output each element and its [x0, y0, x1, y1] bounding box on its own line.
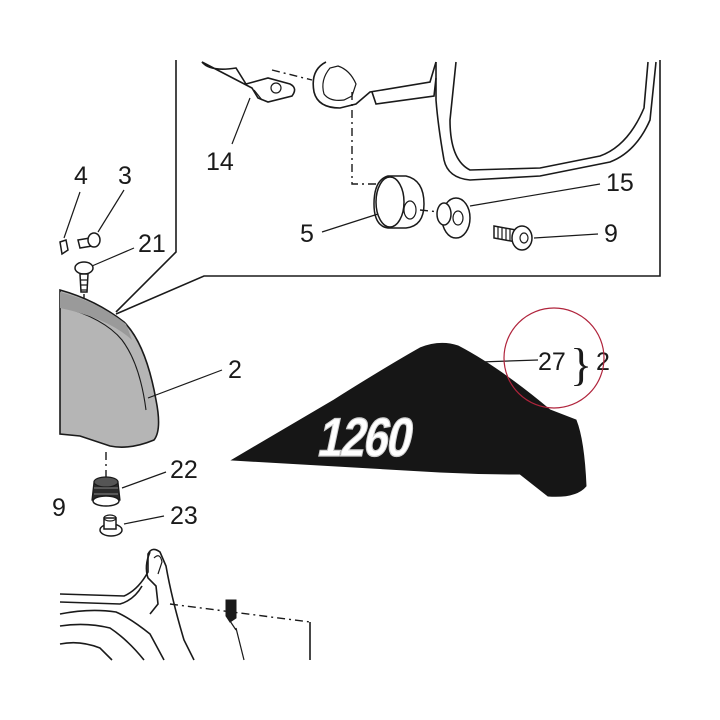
- decal-part-27: 1260: [230, 342, 587, 497]
- callout-9: 9: [604, 220, 618, 248]
- decal-text: 1260: [313, 406, 418, 468]
- leader-21: [91, 247, 135, 267]
- callout-3: 3: [118, 162, 132, 190]
- callout-9-left: 9: [52, 494, 66, 522]
- centre-line-5-15: [419, 209, 441, 213]
- side-panel-part-2: [59, 288, 160, 448]
- leader-2: [147, 369, 223, 399]
- spacer-part-22: [91, 452, 121, 507]
- grommet-part-5: [373, 175, 425, 229]
- callout-27: 27: [538, 348, 566, 376]
- frame-body: [312, 61, 657, 181]
- lower-frame: [59, 548, 311, 661]
- callout-22: 22: [170, 456, 198, 484]
- callout-23: 23: [170, 502, 198, 530]
- callout-2: 2: [228, 356, 242, 384]
- detail-inset-frame: [115, 60, 661, 315]
- highlight-circle: [503, 307, 605, 409]
- callout-brace: }: [570, 339, 592, 390]
- callout-4: 4: [74, 162, 88, 190]
- screw-part-21: [74, 261, 94, 293]
- callout-5: 5: [300, 220, 314, 248]
- clip-lower: [225, 599, 245, 661]
- screw-part-9: [493, 225, 533, 251]
- leader-lines-detail: [231, 97, 601, 239]
- leader-27: [479, 359, 539, 363]
- leader-3: [97, 189, 125, 233]
- bracket-part-14: [201, 61, 296, 103]
- clip-part-4: [59, 239, 69, 256]
- callout-14: 14: [206, 148, 234, 176]
- leader-dash-14: [271, 69, 313, 81]
- centre-line-5: [351, 92, 380, 185]
- callout-15: 15: [606, 169, 634, 197]
- callout-21: 21: [138, 230, 166, 258]
- leader-22: [121, 471, 167, 489]
- leader-23: [123, 515, 165, 525]
- leader-4: [63, 191, 81, 239]
- nut-part-23: [99, 514, 123, 537]
- screw-part-3: [77, 232, 101, 249]
- washer-part-15: [436, 197, 471, 239]
- callout-27-group: 2: [596, 348, 610, 376]
